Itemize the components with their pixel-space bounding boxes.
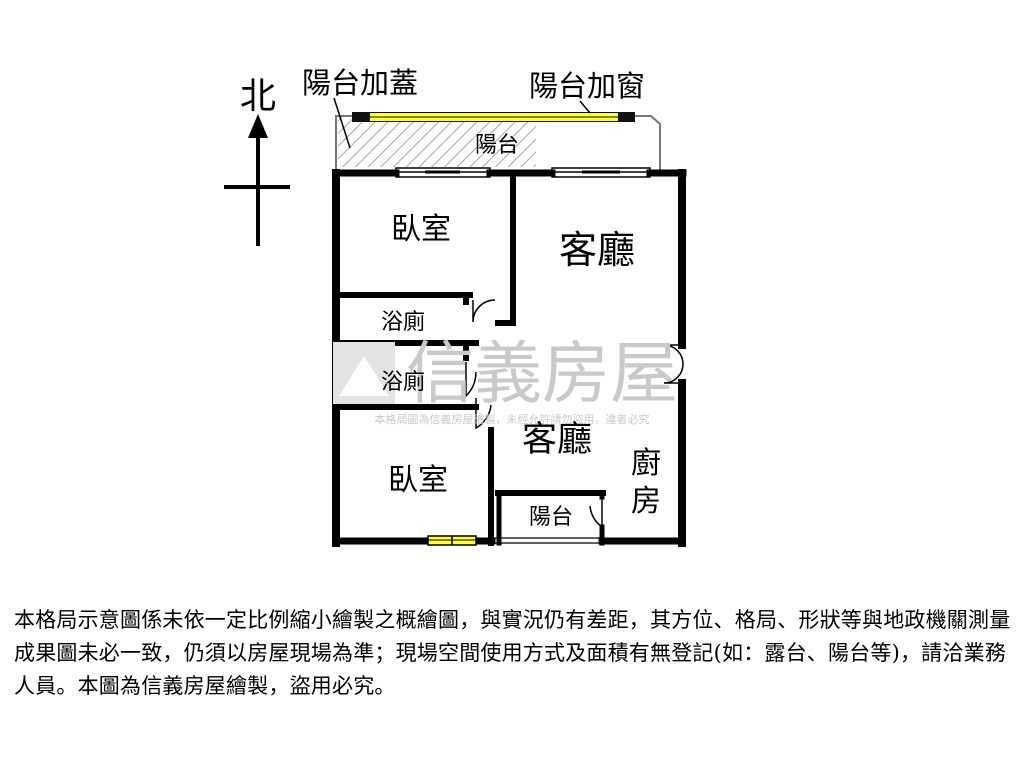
- watermark-notice: 本格局圖為信義房屋繪製，未經允許請勿盜用，違者必究: [375, 412, 650, 426]
- disclaimer-text: 本格局示意圖係未依一定比例縮小繪製之概繪圖，與實況仍有差距，其方位、格局、形狀等…: [14, 608, 1011, 698]
- bottom-windows: [427, 535, 602, 546]
- balcony-roof-hatch: [338, 117, 536, 167]
- balcony-window-label: 陽台加窗: [529, 69, 645, 103]
- bedroom-bottom-label: 臥室: [388, 463, 448, 498]
- watermark-brand: 信義房屋: [406, 335, 678, 414]
- lower-bedroom-door-swing: [475, 398, 492, 430]
- compass: 北: [224, 76, 290, 246]
- bath-1-door-swing: [472, 299, 496, 323]
- floor-plan: 北 陽台加蓋 陽台加窗 陽台: [224, 66, 687, 547]
- watermark: 信義房屋 本格局圖為信義房屋繪製，未經允許請勿盜用，違者必究: [333, 335, 678, 426]
- north-arrow-icon: [248, 114, 268, 138]
- top-sliding-windows: [395, 167, 651, 178]
- bottom-balcony-door-swing: [589, 497, 603, 529]
- kitchen-label-line-1: 廚: [631, 446, 661, 481]
- balcony-bottom-label: 陽台: [529, 505, 573, 530]
- balcony-window-leader: [579, 100, 591, 114]
- bath-2-door-swing: [465, 362, 477, 398]
- north-label: 北: [240, 76, 276, 117]
- entry-door-swing-upper: [663, 344, 684, 365]
- living-room-top-label: 客廳: [559, 228, 635, 272]
- balcony-roof-label: 陽台加蓋: [302, 66, 418, 100]
- kitchen-label-line-2: 房: [631, 484, 661, 519]
- doors: [465, 299, 684, 529]
- balcony-railing: [335, 115, 661, 170]
- bath-1-label: 浴廁: [381, 310, 425, 335]
- bedroom-top-label: 臥室: [391, 212, 451, 247]
- balcony-top-label: 陽台: [475, 133, 519, 158]
- balcony-top-area: 陽台加蓋 陽台加窗 陽台: [302, 66, 661, 170]
- entry-door-swing-lower: [663, 363, 684, 384]
- living-room-bottom-label: 客廳: [522, 420, 592, 460]
- watermark-logo-mark: [339, 356, 389, 396]
- bath-2-label: 浴廁: [381, 370, 425, 395]
- balcony-roof-leader: [333, 97, 351, 149]
